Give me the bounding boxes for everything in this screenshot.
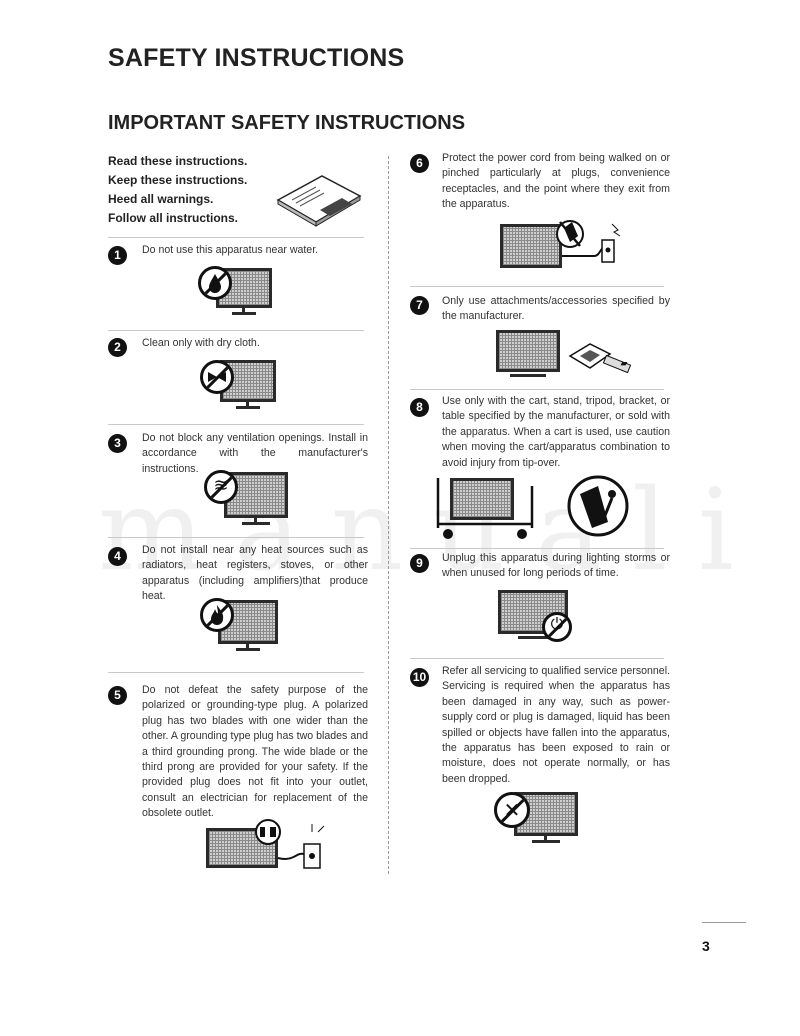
tv-neck [246,644,249,648]
intro-line: Heed all warnings. [108,192,214,206]
unplug-illustration: ⏻ [498,590,582,642]
item-text: Refer all servicing to qualified service… [442,665,670,785]
flame-icon [200,598,234,632]
tv-illustration [198,264,272,320]
section-rule [108,330,364,331]
unplug-symbol: ⏻ [550,616,564,633]
vent-symbol: ≋ [213,475,229,495]
cart-illustration [432,474,630,542]
section-rule [108,424,364,425]
tv-illustration: ≋ [202,464,290,530]
item-text: Only use attachments/accessories specifi… [442,295,670,323]
unplug-icon: ⏻ [542,612,572,642]
flame-shape [211,605,224,625]
intro-line: Read these instructions. [108,154,248,168]
tv-stand [242,522,270,525]
tv-stand [532,840,560,843]
cart-tipover-icon [436,475,629,539]
item-text: Do not defeat the safety purpose of the … [142,684,368,820]
item-number: 6 [410,154,429,173]
section-subtitle: IMPORTANT SAFETY INSTRUCTIONS [108,112,466,134]
manual-book-icon [276,175,362,227]
plug-illustration [206,818,334,874]
item-number: 4 [108,547,127,566]
tv-stand [236,406,260,409]
tv-illustration [200,356,276,414]
column-divider [388,156,389,874]
accessories-illustration: ▰ [496,330,634,380]
tv-illustration [200,596,280,660]
section-rule [410,658,664,659]
tv-stand [518,636,548,639]
bow-tie-icon [200,360,234,394]
section-rule [410,286,664,287]
item-text: Do not block any ventilation openings. I… [142,432,368,475]
item-number: 7 [410,296,429,315]
tv-neck [544,836,547,840]
section-rule [410,548,664,549]
ventilation-icon: ≋ [204,470,238,504]
remote-and-manual-icon [568,343,632,374]
cloth-shape [208,372,226,382]
intro-line: Follow all instructions. [108,211,239,225]
tv-screen [496,330,560,372]
intro-line: Keep these instructions. [108,173,248,187]
item-text: Clean only with dry cloth. [142,337,260,349]
item-number: 3 [108,434,127,453]
intro-list: Read these instructions. Keep these inst… [108,152,247,228]
tv-screen [500,224,562,268]
item-number: 10 [410,668,429,687]
tv-screen [224,472,288,518]
item-number: 8 [410,398,429,417]
item-number: 2 [108,338,127,357]
section-rule [410,389,664,390]
plug-icon [255,819,325,869]
page-number-rule [702,922,746,923]
page-title: SAFETY INSTRUCTIONS [108,44,405,72]
item-number: 5 [108,686,127,705]
section-rule [108,537,364,538]
tv-screen [450,478,514,520]
page-number: 3 [702,938,710,954]
section-rule [108,672,364,673]
item-text: Unplug this apparatus during lighting st… [442,552,670,580]
water-drop-shape [209,274,221,293]
service-illustration: ✕ [494,788,586,852]
item-number: 9 [410,554,429,573]
tools-icon: ✕ [494,792,530,828]
item-text: Use only with the cart, stand, tripod, b… [442,395,670,469]
cord-icon [556,220,621,263]
tv-neck [246,402,249,406]
tv-stand [510,374,546,377]
item-text: Do not use this apparatus near water. [142,244,319,256]
item-text: Do not install near any heat sources suc… [142,544,368,603]
item-text: Protect the power cord from being walked… [442,152,670,211]
tools-symbol: ✕ [503,800,521,822]
tv-neck [242,308,245,312]
item-number: 1 [108,246,127,265]
tv-stand [232,312,256,315]
water-drop-icon [198,266,232,300]
tv-stand [236,648,260,651]
section-rule [108,237,364,238]
power-cord-illustration [500,216,628,272]
tv-neck [254,518,257,522]
accessory-symbol: ▰ [620,358,628,368]
